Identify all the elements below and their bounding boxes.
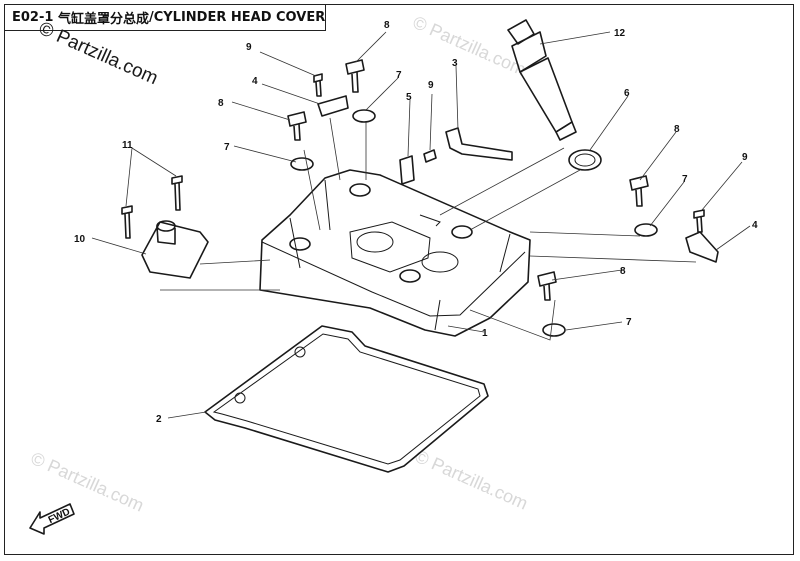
seal-ring-part-6[interactable] — [568, 149, 602, 171]
callout-numbers: 1 2 3 4 4 5 6 7 7 7 7 8 8 8 8 9 9 9 10 1… — [74, 20, 758, 425]
title-code: E02-1 — [12, 9, 54, 25]
bracket-part-4-right[interactable] — [685, 231, 719, 263]
washer-part-7-right[interactable] — [634, 223, 658, 237]
callout-7: 7 — [396, 70, 402, 81]
callout-12: 12 — [614, 28, 626, 39]
callout-9: 9 — [246, 42, 252, 53]
bolt-part-8-bottom[interactable] — [537, 271, 557, 301]
bracket-part-4-left[interactable] — [317, 95, 349, 117]
diagram-title: E02-1 气缸盖罩分总成/CYLINDER HEAD COVER — [4, 4, 326, 31]
bolt-part-8-right[interactable] — [629, 175, 649, 207]
title-en: CYLINDER HEAD COVER — [153, 9, 326, 25]
ignition-coil-part-12[interactable] — [507, 19, 577, 141]
callout-5: 5 — [406, 92, 412, 103]
callout-7: 7 — [682, 174, 688, 185]
bolt-part-8-left[interactable] — [287, 111, 307, 141]
callout-6: 6 — [624, 88, 630, 99]
callout-1: 1 — [482, 328, 488, 339]
clip-part-5[interactable] — [399, 155, 415, 185]
diagram-frame — [4, 4, 794, 555]
callout-11: 11 — [122, 140, 133, 151]
callout-8: 8 — [218, 98, 224, 109]
callout-10: 10 — [74, 234, 86, 245]
bolt-part-8-top[interactable] — [345, 59, 365, 93]
title-cn: 气缸盖罩分总成 — [57, 11, 149, 27]
sensor-bracket-part-3[interactable] — [445, 127, 513, 161]
cylinder-head-cover-part-1[interactable] — [259, 169, 531, 337]
callout-7: 7 — [224, 142, 230, 153]
callout-3: 3 — [452, 58, 458, 69]
callout-7: 7 — [626, 317, 632, 328]
callout-8: 8 — [384, 20, 390, 31]
washer-part-7-bottom[interactable] — [542, 323, 566, 337]
leader-lines — [91, 31, 751, 419]
bolt-part-9-top[interactable] — [313, 73, 323, 97]
gasket-part-2[interactable] — [204, 325, 489, 473]
seal-ring-inner — [574, 153, 596, 167]
washer-part-7-left[interactable] — [290, 157, 314, 171]
callout-8: 8 — [674, 124, 680, 135]
bolt-part-11[interactable] — [121, 175, 183, 239]
fwd-arrow: FWD — [29, 503, 75, 535]
callout-4: 4 — [252, 76, 258, 87]
washer-part-7-top[interactable] — [352, 109, 376, 123]
callout-9: 9 — [742, 152, 748, 163]
fwd-label: FWD — [47, 506, 72, 526]
bolt-part-9-right[interactable] — [693, 209, 705, 233]
callout-4: 4 — [752, 220, 758, 231]
callout-9: 9 — [428, 80, 434, 91]
bolt-part-9-mid[interactable] — [423, 149, 437, 163]
callout-8: 8 — [620, 266, 626, 277]
breather-housing-part-10[interactable] — [141, 220, 209, 279]
callout-2: 2 — [156, 414, 162, 425]
